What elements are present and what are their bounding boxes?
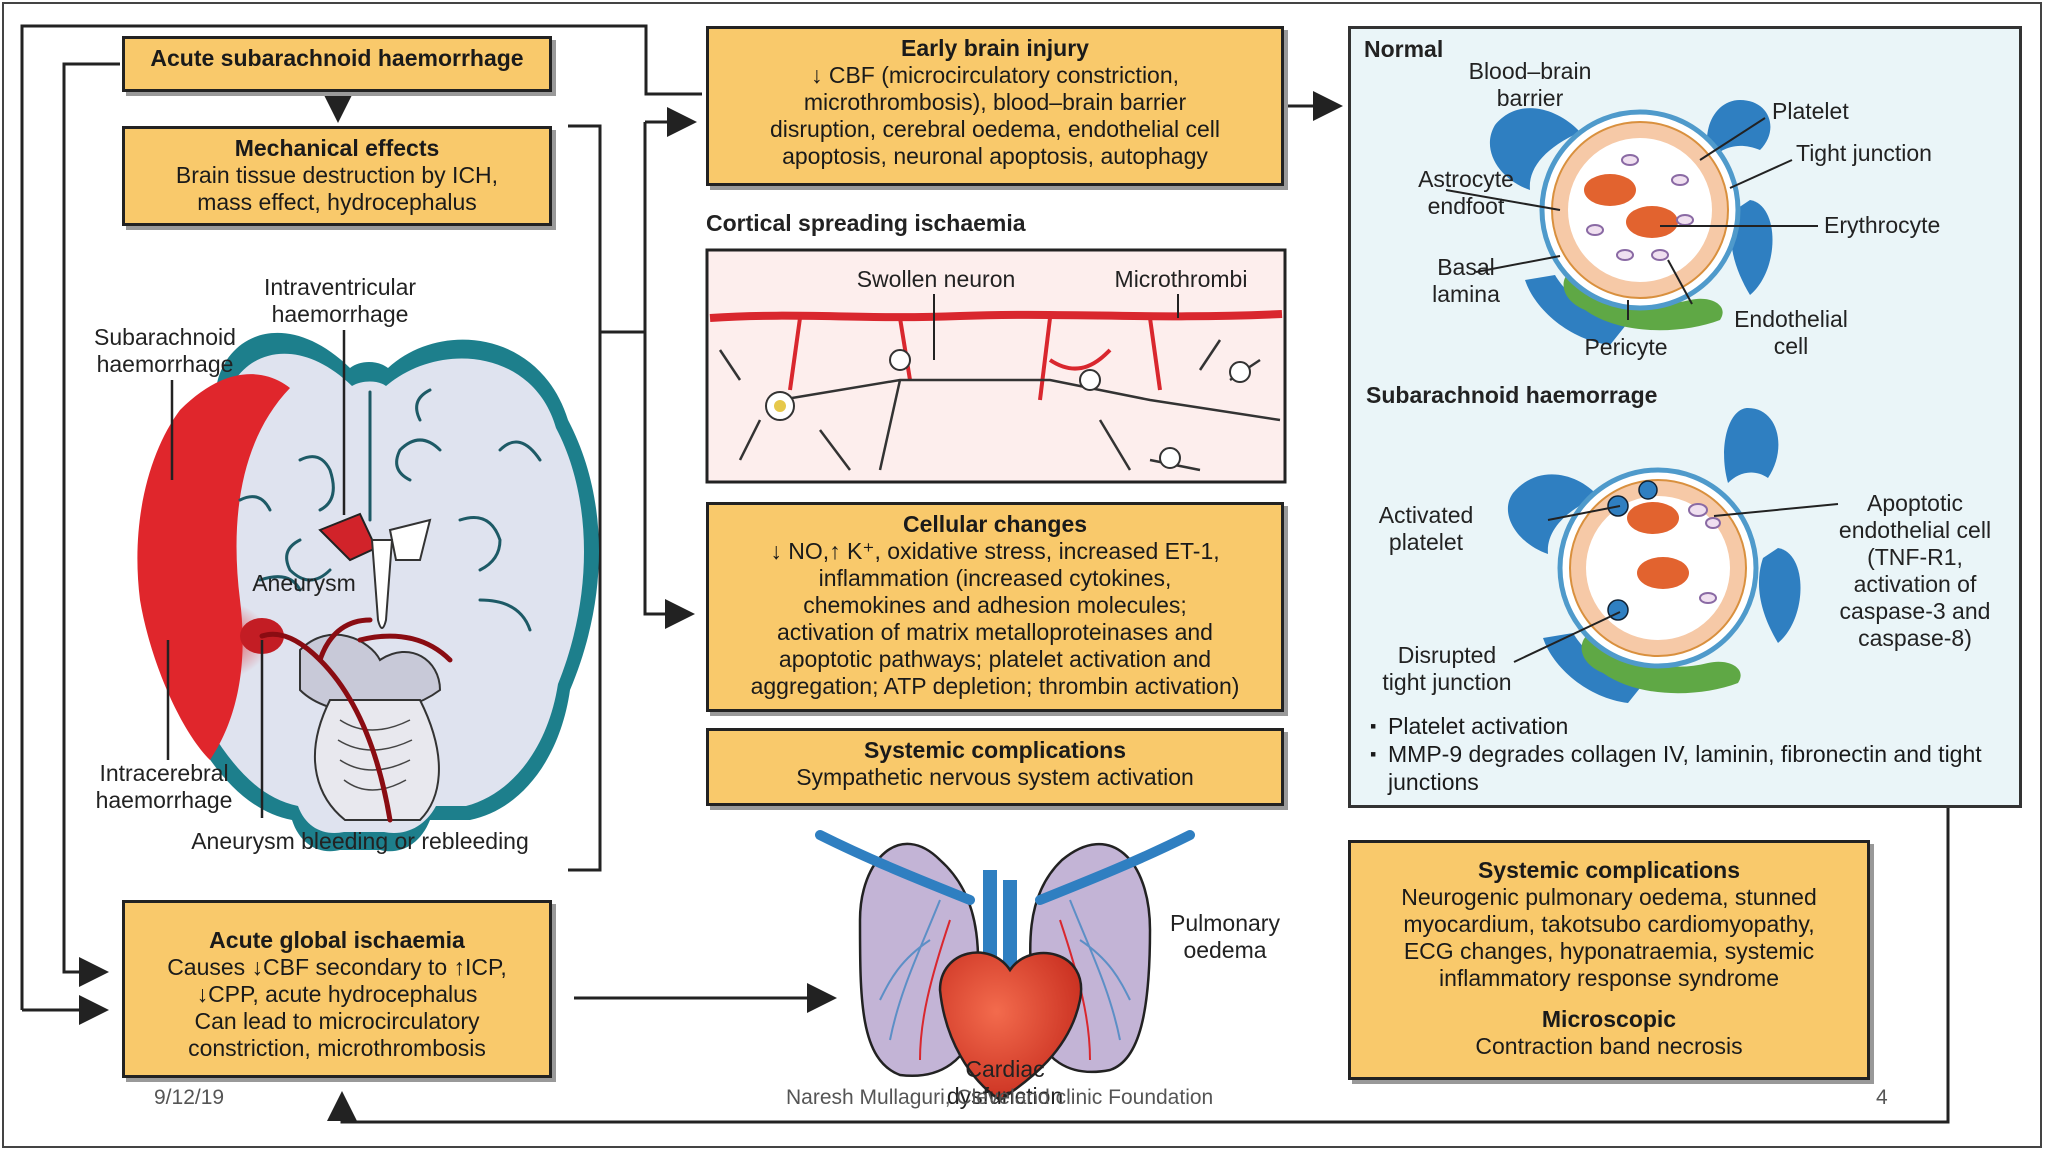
acute-global-ischaemia-box: Acute global ischaemia Causes ↓CBF secon… [122,900,552,1078]
global-isch-line: Causes ↓CBF secondary to ↑ICP, [167,954,507,980]
footer-page-number: 4 [1876,1086,1888,1109]
label-aneurysm: Aneurysm [252,570,356,596]
label-basal-lamina: Basal lamina [1432,254,1500,307]
global-isch-line: Can lead to microcirculatory [194,1008,480,1034]
cellular-title: Cellular changes [902,511,1088,537]
label-platelet: Platelet [1772,98,1849,124]
cellular-line: aggregation; ATP depletion; thrombin act… [750,673,1240,699]
cellular-line: activation of matrix metalloproteinases … [777,619,1213,645]
sah-panel-title: Subarachnoid haemorrage [1366,382,1658,408]
bullet-item: Platelet activation [1370,712,2010,740]
label-subarachnoid: Subarachnoid haemorrhage [94,324,236,377]
systemic-right-title: Systemic complications [1477,857,1741,883]
normal-title: Normal [1364,36,1444,62]
early-brain-injury-box: Early brain injury ↓ CBF (microcirculato… [706,26,1284,186]
systemic-right-line: inflammatory response syndrome [1438,965,1780,991]
acute-sah-box: Acute subarachnoid haemorrhage [122,36,552,92]
cortical-illustration [705,248,1287,484]
label-intraventricular: Intraventricular haemorrhage [263,274,417,327]
label-intracerebral: Intracerebral haemorrhage [95,760,233,813]
global-isch-line: constriction, microthrombosis [188,1035,486,1061]
label-pericyte: Pericyte [1584,334,1668,360]
mechanical-title: Mechanical effects [234,135,440,161]
mechanical-line: mass effect, hydrocephalus [197,189,477,215]
label-astrocyte: Astrocyte endfoot [1418,166,1514,219]
cellular-line: ↓ NO,↑ K⁺, oxidative stress, increased E… [770,538,1220,564]
label-activated-platelet: Activated platelet [1378,502,1474,555]
early-injury-title: Early brain injury [901,35,1089,61]
mechanical-effects-box: Mechanical effects Brain tissue destruct… [122,126,552,226]
cortical-title: Cortical spreading ischaemia [706,210,1026,236]
mechanical-line: Brain tissue destruction by ICH, [175,162,499,188]
cellular-line: apoptotic pathways; platelet activation … [778,646,1212,672]
bullet-item: MMP-9 degrades collagen IV, laminin, fib… [1370,740,2010,796]
systemic-right-line: ECG changes, hyponatraemia, systemic [1403,938,1815,964]
systemic-right-line: Neurogenic pulmonary oedema, stunned [1401,884,1817,910]
cellular-line: chemokines and adhesion molecules; [803,592,1187,618]
systemic-mid-line: Sympathetic nervous system activation [796,764,1194,790]
microscopic-title: Microscopic [1541,1006,1677,1032]
microscopic-line: Contraction band necrosis [1475,1033,1743,1059]
early-injury-line: microthrombosis), blood–brain barrier [803,89,1187,115]
label-endothelial: Endothelial cell [1734,306,1848,359]
label-erythrocyte: Erythrocyte [1824,212,1941,238]
systemic-right-line: myocardium, takotsubo cardiomyopathy, [1403,911,1815,937]
footer-date: 9/12/19 [154,1086,225,1109]
label-cardiac-dysfunction: Cardiac dysfunction [946,1056,1064,1109]
global-isch-line: ↓CPP, acute hydrocephalus [196,981,478,1007]
connector-lines [20,24,1950,1124]
early-injury-line: apoptosis, neuronal apoptosis, autophagy [782,143,1208,169]
label-microthrombi: Microthrombi [1114,266,1248,292]
early-injury-line: disruption, cerebral oedema, endothelial… [769,116,1221,142]
label-apoptotic-endothelial: Apoptotic endothelial cell (TNF-R1, acti… [1838,490,1992,651]
cellular-changes-box: Cellular changes ↓ NO,↑ K⁺, oxidative st… [706,502,1284,712]
footer-author: Naresh Mullaguri, Cleveland clinic Found… [786,1086,1214,1109]
global-isch-title: Acute global ischaemia [209,927,465,953]
lungs-heart-illustration [815,830,1195,1102]
label-aneurysm-bleeding: Aneurysm bleeding or rebleeding [191,828,529,854]
systemic-complications-right-box: Systemic complications Neurogenic pulmon… [1348,840,1870,1080]
label-pulmonary-oedema: Pulmonary oedema [1170,910,1280,963]
systemic-mid-title: Systemic complications [863,737,1127,763]
label-swollen-neuron: Swollen neuron [856,266,1016,292]
label-disrupted-tight-junction: Disrupted tight junction [1382,642,1512,695]
bbb-illustration [1445,100,1839,703]
label-bbb: Blood–brain barrier [1468,58,1592,111]
cellular-line: inflammation (increased cytokines, [818,565,1172,591]
label-tight-junction: Tight junction [1796,140,1932,166]
systemic-complications-mid-box: Systemic complications Sympathetic nervo… [706,728,1284,806]
early-injury-line: ↓ CBF (microcirculatory constriction, [810,62,1180,88]
bbb-bullets: Platelet activation MMP-9 degrades colla… [1370,712,2010,796]
acute-sah-title: Acute subarachnoid haemorrhage [150,45,524,71]
